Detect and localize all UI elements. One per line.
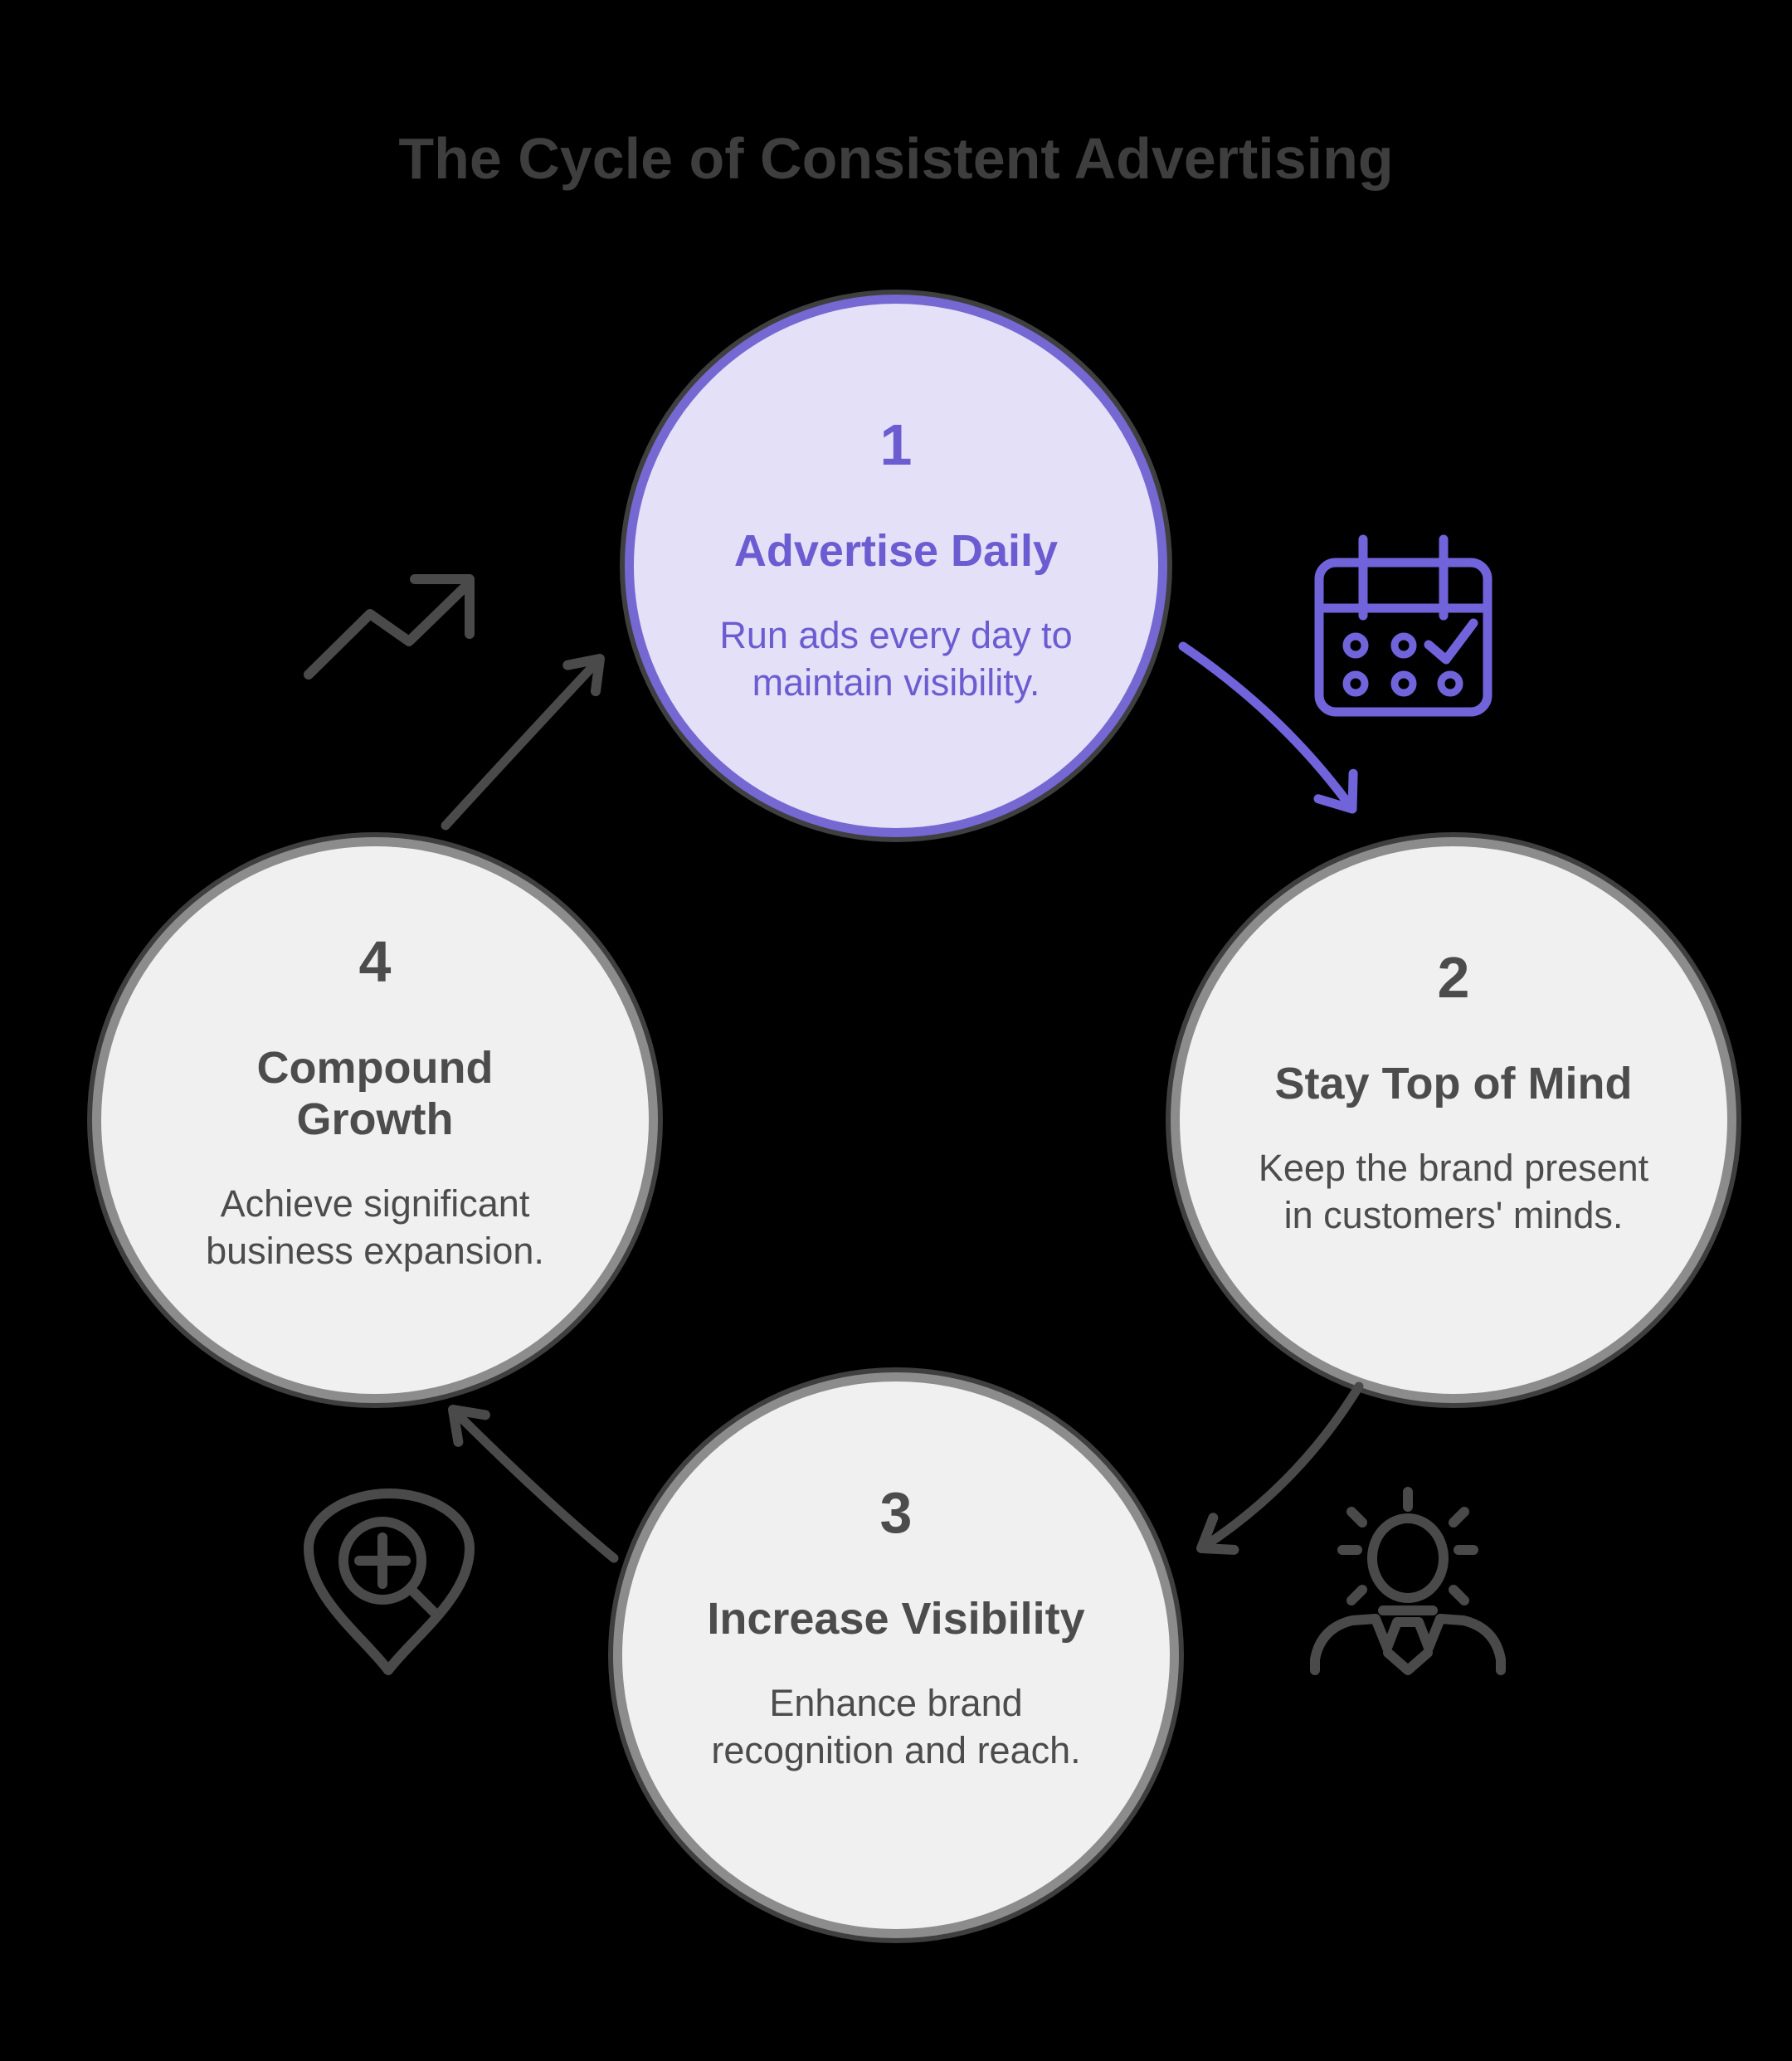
calendar-check-icon	[1314, 534, 1493, 717]
step-4-heading: Compound Growth	[256, 1042, 494, 1144]
step-3-description: Enhance brand recognition and reach.	[711, 1681, 1081, 1772]
step-2-number: 2	[1437, 944, 1470, 1010]
step-circle-4: 4 Compound Growth Achieve significant bu…	[92, 837, 658, 1403]
page-title: The Cycle of Consistent Advertising	[398, 126, 1394, 191]
step-2-description: Keep the brand present in customers' min…	[1258, 1146, 1649, 1237]
arrow-step2-to-step3	[1196, 1381, 1364, 1555]
step-3-number: 3	[879, 1479, 913, 1545]
arrow-step4-to-step1	[441, 654, 605, 831]
step-3-heading: Increase Visibility	[707, 1593, 1085, 1644]
search-location-icon	[304, 1488, 475, 1675]
arrow-step1-to-step2	[1178, 641, 1358, 814]
step-4-number: 4	[358, 928, 392, 994]
step-circle-1: 1 Advertise Daily Run ads every day to m…	[625, 295, 1167, 837]
step-1-description: Run ads every day to maintain visibility…	[719, 613, 1073, 704]
step-1-number: 1	[879, 412, 913, 477]
step-4-description: Achieve significant business expansion.	[206, 1182, 544, 1273]
step-1-heading: Advertise Daily	[733, 525, 1059, 576]
step-circle-3: 3 Increase Visibility Enhance brand reco…	[613, 1372, 1179, 1938]
person-idea-icon	[1310, 1487, 1506, 1675]
step-2-heading: Stay Top of Mind	[1274, 1058, 1633, 1108]
trend-up-icon	[304, 574, 475, 680]
arrow-step3-to-step4	[448, 1405, 619, 1563]
step-circle-2: 2 Stay Top of Mind Keep the brand presen…	[1171, 837, 1736, 1403]
